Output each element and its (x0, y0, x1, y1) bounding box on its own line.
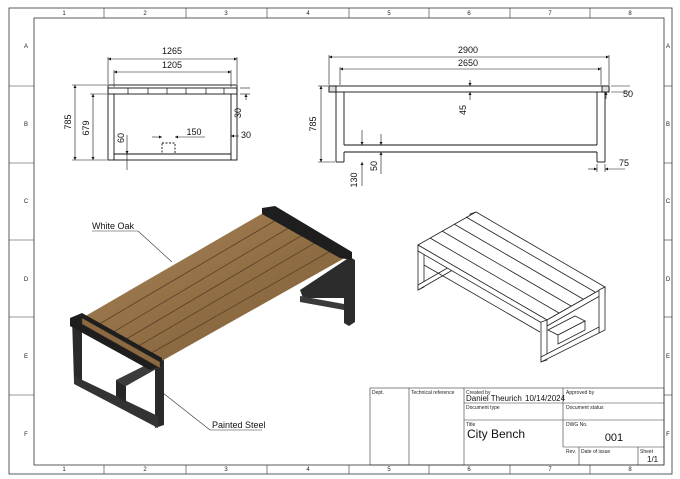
tb-date-issue-label: Date of issue (581, 449, 610, 455)
dim-785-side: 785 (308, 116, 318, 131)
dim-1205: 1205 (162, 60, 182, 70)
grid-col-5-bottom: 5 (387, 467, 391, 473)
dim-2900: 2900 (458, 45, 478, 55)
callout-white-oak: White Oak (92, 221, 135, 231)
grid-col-2-top: 2 (143, 11, 147, 17)
dim-2650: 2650 (458, 58, 478, 68)
dim-785-front: 785 (63, 114, 73, 129)
tb-approved-by-label: Approved by (566, 390, 595, 396)
grid-row-b-left: B (24, 122, 28, 128)
iso-line-view (417, 211, 606, 363)
tb-sheet-label: Sheet (640, 449, 654, 455)
dim-30-top: 30 (233, 108, 243, 118)
tb-doc-status-label: Document status (566, 405, 604, 411)
side-seat-top (328, 85, 610, 93)
dim-150: 150 (186, 127, 201, 137)
iso-line-foot-front (540, 326, 600, 363)
tb-dwg-label: DWG No. (566, 422, 587, 428)
grid-col-1-bottom: 1 (62, 467, 66, 473)
outer-border (8, 7, 673, 475)
callout-painted-steel: Painted Steel (212, 420, 266, 430)
dim-60: 60 (116, 133, 126, 143)
tb-doc-type-label: Document type (466, 405, 500, 411)
grid-col-8-top: 8 (628, 11, 632, 17)
grid-row-f-left: F (24, 432, 28, 438)
dim-1265: 1265 (162, 46, 182, 56)
iso-line-planks (429, 216, 596, 314)
grid-col-6-top: 6 (467, 11, 471, 17)
front-dimensions (72, 57, 250, 170)
iso-center-beam (116, 364, 158, 386)
tb-dwg-no: 001 (605, 432, 623, 444)
front-outline (107, 84, 238, 161)
grid-row-a-right: A (666, 44, 670, 50)
dim-30-side: 30 (241, 130, 251, 140)
iso-line-leg-front (540, 319, 548, 363)
iso-center-beam-side (116, 380, 126, 402)
iso-line-leg-front-back (598, 286, 606, 334)
side-dimensions (318, 55, 630, 186)
grid-row-e-right: E (666, 354, 670, 360)
iso-plank-ends-front (81, 317, 161, 369)
side-end-cap-left (328, 85, 337, 93)
front-view (107, 84, 238, 161)
grid-col-3-bottom: 3 (224, 467, 228, 473)
side-dimension-labels: 2900 2650 785 45 50 130 50 75 (308, 45, 633, 188)
tb-title-label: Title (466, 422, 475, 428)
grid-col-6-bottom: 6 (467, 467, 471, 473)
side-end-cap-right (601, 85, 610, 93)
grid-col-5-top: 5 (387, 11, 391, 17)
grid-row-f-right: F (666, 432, 670, 438)
iso-seat (82, 212, 350, 362)
iso-line-cross-beam-side (557, 320, 586, 345)
title-block (369, 387, 665, 466)
callouts (92, 230, 262, 431)
iso-render (70, 206, 355, 428)
front-seat-top (107, 87, 238, 95)
grid-col-8-bottom: 8 (628, 467, 632, 473)
grid-row-d-left: D (24, 277, 29, 283)
grid-row-e-left: E (24, 354, 28, 360)
grid-row-b-right: B (666, 122, 670, 128)
dim-45: 45 (458, 105, 468, 115)
dim-50-overhang: 50 (623, 89, 633, 99)
grid-labels: 1 2 3 4 5 6 7 8 1 2 3 4 5 6 7 8 A B C D … (24, 11, 671, 473)
dim-75: 75 (619, 158, 629, 168)
grid-row-a-left: A (24, 44, 28, 50)
iso-back-leg (300, 257, 355, 326)
grid-row-c-left: C (24, 199, 29, 205)
grid-row-c-right: C (666, 199, 671, 205)
tb-created-date: 10/14/2024 (525, 394, 566, 403)
front-dimension-labels: 1265 1205 785 679 60 150 30 30 (63, 46, 251, 143)
grid-col-1-top: 1 (62, 11, 66, 17)
grid-ticks (9, 8, 672, 474)
title-block-text: Dept. Technical reference Created by Dan… (372, 390, 659, 464)
dim-130: 130 (349, 172, 359, 187)
grid-col-7-top: 7 (548, 11, 552, 17)
grid-col-3-top: 3 (224, 11, 228, 17)
dim-679: 679 (81, 120, 91, 135)
tb-rev-label: Rev. (566, 449, 576, 455)
tb-created-by: Daniel Theurich (466, 394, 522, 403)
iso-plank-lines (95, 218, 337, 356)
tb-sheet: 1/1 (647, 455, 659, 464)
tb-title: City Bench (467, 427, 525, 441)
iso-front-leg-right (155, 356, 164, 428)
tb-dept-label: Dept. (372, 390, 384, 396)
grid-col-2-bottom: 2 (143, 467, 147, 473)
iso-front-bottom (74, 376, 158, 428)
tb-tech-ref-label: Technical reference (411, 390, 455, 396)
dim-50-rail: 50 (369, 161, 379, 171)
grid-col-7-bottom: 7 (548, 467, 552, 473)
grid-row-d-right: D (666, 277, 671, 283)
grid-col-4-bottom: 4 (306, 467, 310, 473)
iso-back-rail (300, 296, 344, 310)
front-center-slot (161, 142, 176, 155)
grid-col-4-top: 4 (306, 11, 310, 17)
side-view (328, 85, 610, 163)
iso-steel-top-back (262, 206, 352, 260)
tb-created-by-label: Created by (466, 390, 491, 396)
